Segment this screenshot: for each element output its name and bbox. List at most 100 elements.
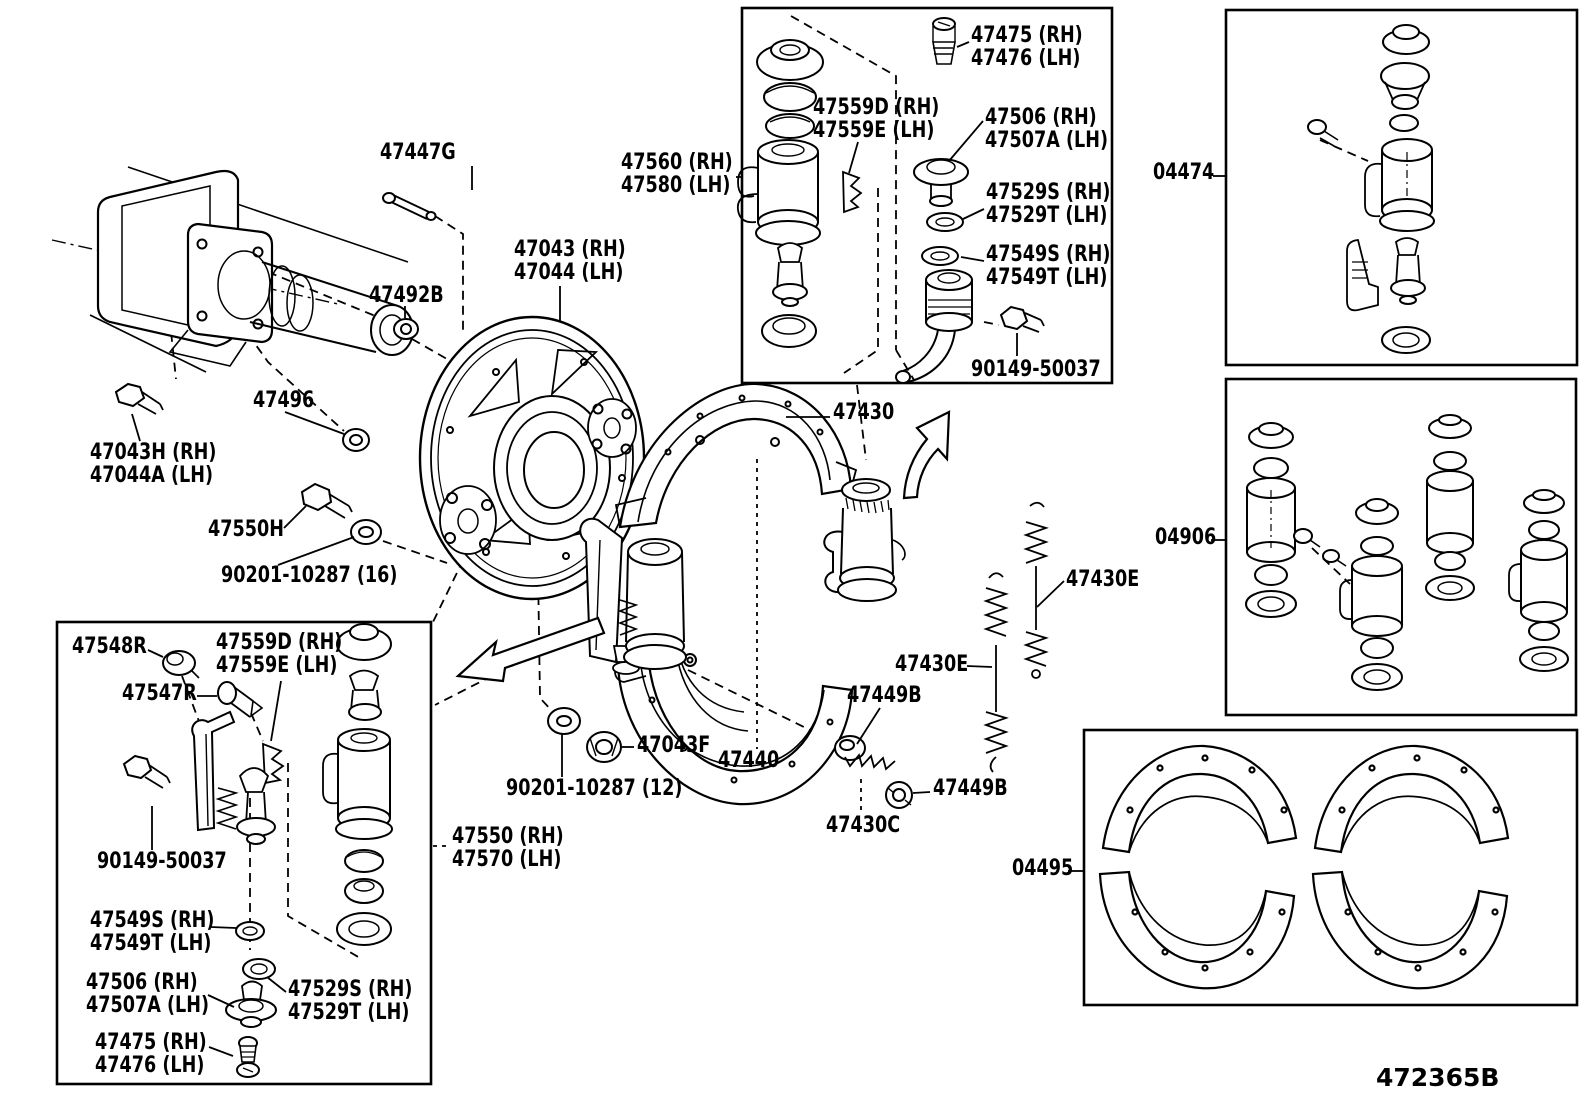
part-number: 47440 <box>718 748 780 773</box>
part-label-47492b: 47492B <box>369 284 444 307</box>
top-box-parts <box>736 17 1045 384</box>
box-04906-parts <box>1245 414 1569 691</box>
part-label-47550h: 47550H <box>208 518 284 541</box>
part-label-47475-top: 47475 (RH)47476 (LH) <box>971 24 1083 70</box>
return-springs-drawing <box>983 501 1049 773</box>
part-label-47430e-left: 47430E <box>895 653 968 676</box>
part-label-47475-bottom: 47475 (RH)47476 (LH) <box>95 1031 207 1077</box>
ring-47529-top <box>926 212 964 232</box>
part-label-47430e-right: 47430E <box>1066 568 1139 591</box>
wheel-cylinder-left-drawing <box>579 517 687 675</box>
spring-47430c <box>844 753 896 771</box>
part-number: 47506 (RH) <box>86 970 198 995</box>
part-number: 47559E (LH) <box>813 118 935 143</box>
part-label-47506-bottom: 47506 (RH)47507A (LH) <box>86 971 209 1017</box>
box-04495-shoes <box>1098 744 1510 990</box>
part-number: 90201-10287 (12) <box>506 776 683 801</box>
clip-47559-bottom <box>262 742 285 785</box>
part-label-47559-bottom: 47559D (RH)47559E (LH) <box>216 631 342 677</box>
kit-box-04906 <box>1224 377 1578 717</box>
part-number: 90149-50037 <box>97 849 227 874</box>
part-number: 47529T (LH) <box>288 1000 410 1025</box>
part-label-04495: 04495 <box>1012 857 1073 880</box>
part-number: 47449B <box>847 683 922 708</box>
part-number: 47043H (RH) <box>90 440 217 465</box>
part-number: 47547R <box>122 681 197 706</box>
part-label-47043f: 47043F <box>637 734 710 757</box>
lower-left-box-parts <box>122 623 393 1078</box>
ring-47549-top <box>921 246 959 266</box>
part-number: 47559E (LH) <box>216 653 338 678</box>
part-label-47496: 47496 <box>253 389 314 412</box>
part-number: 04906 <box>1155 525 1217 550</box>
kit-box-04474 <box>1224 8 1579 367</box>
sensor-47547r <box>217 681 237 705</box>
pin-47447g <box>388 193 430 220</box>
piston-47506-bottom <box>241 980 263 1001</box>
part-number: 47449B <box>933 776 1008 801</box>
adjuster-small-parts <box>114 192 913 809</box>
part-number: 04474 <box>1153 160 1215 185</box>
part-label-47449b-upper: 47449B <box>847 684 922 707</box>
part-number: 47550 (RH) <box>452 824 564 849</box>
part-label-47529-bottom: 47529S (RH)47529T (LH) <box>288 978 412 1024</box>
box-04474-parts <box>1307 24 1435 354</box>
part-label-47549-top: 47549S (RH)47549T (LH) <box>986 243 1110 289</box>
part-number: 47475 (RH) <box>95 1030 207 1055</box>
part-number: 47496 <box>253 388 315 413</box>
part-number: 47476 (LH) <box>971 46 1081 71</box>
kit-box-04495 <box>1082 728 1579 1007</box>
dotted-leaders <box>433 459 862 847</box>
part-number: 47507A (LH) <box>985 128 1109 153</box>
kit-boxes <box>55 6 1579 1086</box>
kit-box-lower-left <box>55 620 433 1086</box>
part-number: 47476 (LH) <box>95 1053 205 1078</box>
part-number: 04495 <box>1012 856 1074 881</box>
adjuster-wheel-47449b <box>885 781 913 809</box>
bolt-90149-top <box>999 305 1029 331</box>
part-number: 47506 (RH) <box>985 105 1097 130</box>
part-label-90201-10287-12: 90201-10287 (12) <box>506 777 682 800</box>
part-number: 47549T (LH) <box>90 931 212 956</box>
brake-shoe-upper-drawing <box>614 382 858 529</box>
part-number: 47549S (RH) <box>986 242 1111 267</box>
axle-housing-drawing <box>51 166 414 373</box>
ring-47529-bottom <box>242 958 276 980</box>
part-label-47043h: 47043H (RH)47044A (LH) <box>90 441 216 487</box>
part-label-47550: 47550 (RH)47570 (LH) <box>452 825 564 871</box>
part-label-47430: 47430 <box>833 401 894 424</box>
part-number: 47559D (RH) <box>216 630 343 655</box>
part-label-47506-top: 47506 (RH)47507A (LH) <box>985 106 1108 152</box>
wheel-cylinder-right-drawing <box>823 478 906 602</box>
drawing-code: 472365B <box>1376 1063 1500 1092</box>
part-number: 47492B <box>369 283 444 308</box>
arrow-down-left <box>455 616 606 683</box>
part-number: 47549S (RH) <box>90 908 215 933</box>
nut-47496 <box>342 428 370 452</box>
part-label-47447g: 47447G <box>380 141 456 164</box>
part-number: 47430C <box>826 813 901 838</box>
bolt-90149-bottom <box>122 754 153 780</box>
part-label-47449b-lower: 47449B <box>933 777 1008 800</box>
bolt-47550h <box>300 482 333 512</box>
part-number: 47447G <box>380 140 456 165</box>
part-number: 90149-50037 <box>971 357 1101 382</box>
part-label-04906: 04906 <box>1155 526 1216 549</box>
part-number: 47529T (LH) <box>986 203 1108 228</box>
part-number: 47430E <box>895 652 969 677</box>
part-label-47547r: 47547R <box>122 682 197 705</box>
washer-90201-16 <box>350 519 382 545</box>
part-number: 47430 <box>833 400 895 425</box>
part-number: 47529S (RH) <box>986 180 1111 205</box>
grommet-47548r <box>162 650 196 676</box>
part-label-47440: 47440 <box>718 749 779 772</box>
part-number: 47044 (LH) <box>514 260 624 285</box>
part-label-47549-bottom: 47549S (RH)47549T (LH) <box>90 909 214 955</box>
bolt-47043h <box>114 382 146 408</box>
part-label-47529-top: 47529S (RH)47529T (LH) <box>986 181 1110 227</box>
piston-47506-top <box>913 158 969 186</box>
part-number: 47475 (RH) <box>971 23 1083 48</box>
part-number: 47043 (RH) <box>514 237 626 262</box>
